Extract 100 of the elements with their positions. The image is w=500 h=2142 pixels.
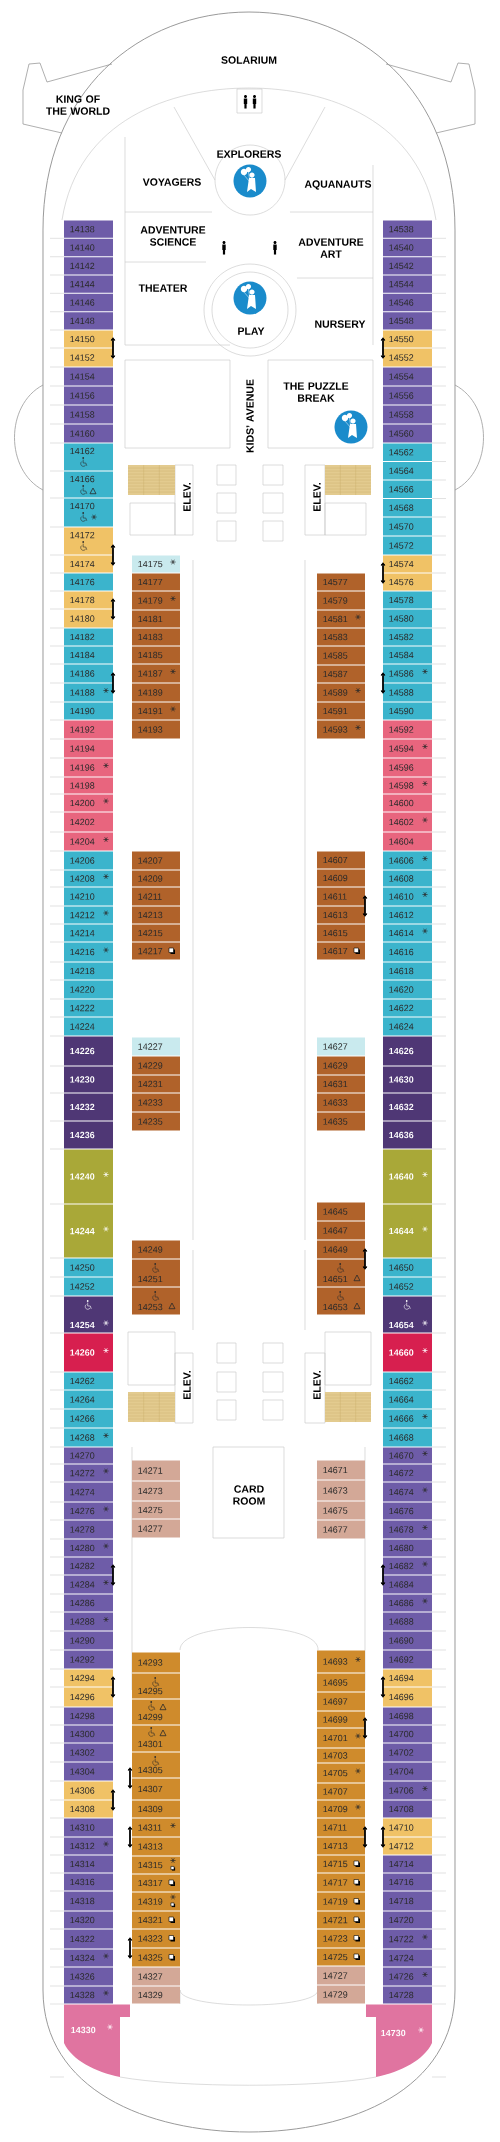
node-label: 14200 (70, 799, 95, 807)
cabin-box: 14706 (383, 1781, 432, 1800)
cabin-box: 14699 (317, 1711, 365, 1728)
area-label: NURSERY (315, 320, 366, 328)
cabin-box: 14198 (64, 777, 113, 794)
node-label: 14666 (389, 1415, 414, 1422)
node-label: 14138 (70, 225, 95, 233)
cabin-box: 14550 (383, 330, 432, 348)
node-label: 14326 (70, 1973, 95, 1980)
cabin-box: 14193 (132, 720, 180, 739)
cabin-box: 14183 (132, 628, 180, 646)
node-label: 14192 (70, 726, 95, 733)
cabin-box: 14649 (317, 1240, 365, 1259)
node-label: 14613 (323, 911, 348, 919)
cabin-box: 14664 (383, 1390, 432, 1409)
cabin-box: 14142 (64, 257, 113, 275)
node-label: 14313 (138, 1843, 163, 1850)
cabin-box: 14204 (64, 832, 113, 851)
node-label: 14556 (389, 392, 414, 399)
node-label: 14670 (389, 1452, 414, 1459)
cabin-box: 14704 (383, 1762, 432, 1781)
node-label: 14650 (389, 1264, 414, 1271)
cabin-box: 14552 (383, 348, 432, 367)
corridor-label: KIDS’ AVENUE (246, 379, 254, 453)
cabin-box: 14682 (383, 1557, 432, 1575)
node-label: 14220 (70, 986, 95, 993)
cabin-box: 14577 (317, 573, 365, 591)
cabin-box: 14319 (132, 1892, 180, 1911)
node-label: 14620 (389, 986, 414, 993)
cabin-box: 14166 (64, 471, 113, 498)
node-label: 14144 (70, 281, 95, 288)
node-label: 14589 (323, 689, 348, 696)
cabin-box: 14235 (132, 1112, 180, 1131)
node-label: 14214 (70, 929, 95, 937)
node-label: 14148 (70, 317, 95, 325)
node-label: 14664 (389, 1396, 414, 1403)
cabin-box: 14260 (64, 1333, 113, 1372)
node-label: 14725 (323, 1953, 348, 1961)
node-label: 14314 (70, 1860, 95, 1868)
node-label: 14588 (389, 689, 414, 696)
node-label: 14711 (323, 1824, 347, 1831)
node-label: 14233 (138, 1099, 163, 1106)
cabin-box: 14148 (64, 312, 113, 330)
node-label: 14579 (323, 597, 348, 604)
cabin-box: 14591 (317, 702, 365, 720)
cabin-box: 14186 (64, 664, 113, 683)
node-label: 14284 (70, 1581, 95, 1588)
cabin-box: 14712 (383, 1837, 432, 1855)
cabin-box: 14249 (132, 1240, 180, 1259)
cabin-box: 14652 (383, 1277, 432, 1296)
node-label: 14230 (70, 1076, 95, 1083)
node-label: 14268 (70, 1434, 95, 1441)
cabin-box: 14189 (132, 683, 180, 702)
node-label: 14212 (70, 911, 95, 919)
cabin-box: 14321 (132, 1911, 180, 1929)
node-label: 14592 (389, 726, 414, 733)
cabin-box: 14678 (383, 1520, 432, 1539)
cabin-box: 14673 (317, 1480, 365, 1501)
node-label: 14299 (138, 1713, 163, 1721)
node-label: 14251 (138, 1275, 163, 1283)
cabin-box: 14188 (64, 683, 113, 702)
cabin-box: 14240 (64, 1149, 113, 1204)
node-label: 14295 (138, 1687, 163, 1695)
node-label: 14570 (389, 523, 414, 530)
node-label: 14156 (70, 392, 95, 399)
cabin-box: 14138 (64, 220, 113, 238)
area-label: SOLARIUM (221, 56, 277, 64)
node-label: 14693 (323, 1658, 348, 1665)
node-label: 14568 (389, 504, 414, 511)
node-label: 14614 (389, 929, 414, 937)
node-label: 14610 (389, 893, 414, 900)
node-label: 14615 (323, 929, 348, 937)
cabin-box: 14630 (383, 1066, 432, 1093)
node-label: 14229 (138, 1062, 163, 1069)
node-label: 14320 (70, 1916, 95, 1924)
cabin-box: 14714 (383, 1855, 432, 1873)
cabin-box: 14697 (317, 1692, 365, 1711)
cabin-box: 14251 (132, 1259, 180, 1287)
node-label: 14583 (323, 633, 348, 641)
cabin-box: 14723 (317, 1929, 365, 1948)
node-label: 14186 (70, 670, 95, 677)
cabin-box: 14560 (383, 424, 432, 443)
cabin-box: 14702 (383, 1743, 432, 1762)
cabin-box: 14177 (132, 573, 180, 591)
cabin-box: 14280 (64, 1539, 113, 1557)
node-label: 14651 (323, 1275, 348, 1283)
cabin-box: 14600 (383, 794, 432, 812)
cabin-box: 14317 (132, 1874, 180, 1892)
node-label: 14581 (323, 615, 348, 623)
node-label: 14154 (70, 373, 95, 380)
cabin-box: 14140 (64, 238, 113, 257)
cabin-box: 14211 (132, 887, 180, 906)
area-label: VOYAGERS (142, 178, 201, 186)
cabin-box: 14307 (132, 1778, 180, 1800)
node-label: 14649 (323, 1246, 348, 1253)
cabin-box: 14598 (383, 777, 432, 794)
cabin-box: 14694 (383, 1669, 432, 1687)
node-label: 14688 (389, 1618, 414, 1625)
cabin-box: 14329 (132, 1986, 180, 2004)
cabin-box: 14216 (64, 942, 113, 962)
